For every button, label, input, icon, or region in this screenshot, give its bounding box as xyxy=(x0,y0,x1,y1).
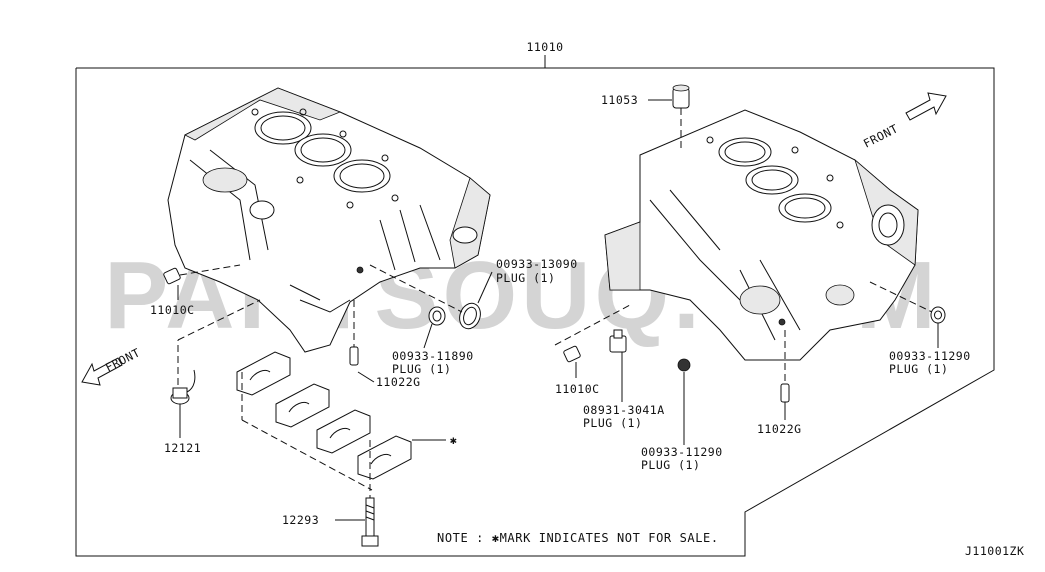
part-00933-13090 xyxy=(369,264,493,330)
not-for-sale-mark: ✱ xyxy=(450,433,457,447)
label-08931-3041a: 08931-3041A xyxy=(583,403,665,417)
part-12293 xyxy=(335,440,379,547)
part-00933-11890 xyxy=(423,306,446,349)
front-arrow-right: FRONT xyxy=(861,92,947,151)
bearing-caps xyxy=(236,351,446,491)
label-00933-13090-qty: PLUG (1) xyxy=(496,271,555,285)
part-12121 xyxy=(170,299,261,438)
part-11022g-right xyxy=(780,330,790,420)
label-00933-11890: 00933-11890 xyxy=(392,349,474,363)
label-11010c-left: 11010C xyxy=(150,303,195,317)
figure-code: J11001ZK xyxy=(965,544,1024,558)
front-label-left: FRONT xyxy=(103,345,142,374)
part-00933-11290-mid xyxy=(677,358,691,445)
part-00933-11290-right xyxy=(869,281,946,348)
label-00933-13090: 00933-13090 xyxy=(496,257,578,271)
label-12121: 12121 xyxy=(164,441,201,455)
engine-block-left xyxy=(167,87,491,353)
part-08931-3041a xyxy=(609,329,627,402)
label-11022g-right: 11022G xyxy=(757,422,802,436)
note-text: NOTE : ✱MARK INDICATES NOT FOR SALE. xyxy=(437,531,719,545)
part-11010c-left xyxy=(163,264,241,300)
part-11022g-left xyxy=(349,300,375,383)
label-11022g-left: 11022G xyxy=(376,375,421,389)
label-11010c-right: 11010C xyxy=(555,382,600,396)
assembly-frame xyxy=(75,67,995,557)
label-00933-11290-right-qty: PLUG (1) xyxy=(889,362,948,376)
label-00933-11290-mid-qty: PLUG (1) xyxy=(641,458,700,472)
label-08931-3041a-qty: PLUG (1) xyxy=(583,416,642,430)
label-00933-11290-right: 00933-11290 xyxy=(889,349,971,363)
part-11053 xyxy=(648,84,690,150)
label-11053: 11053 xyxy=(601,93,638,107)
label-00933-11890-qty: PLUG (1) xyxy=(392,362,451,376)
front-arrow-left: FRONT xyxy=(81,345,142,386)
label-12293: 12293 xyxy=(282,513,319,527)
front-label-right: FRONT xyxy=(861,121,900,150)
engine-block-right xyxy=(604,109,919,361)
label-11010: 11010 xyxy=(526,40,563,54)
part-11010c-right xyxy=(554,304,631,378)
label-00933-11290-mid: 00933-11290 xyxy=(641,445,723,459)
